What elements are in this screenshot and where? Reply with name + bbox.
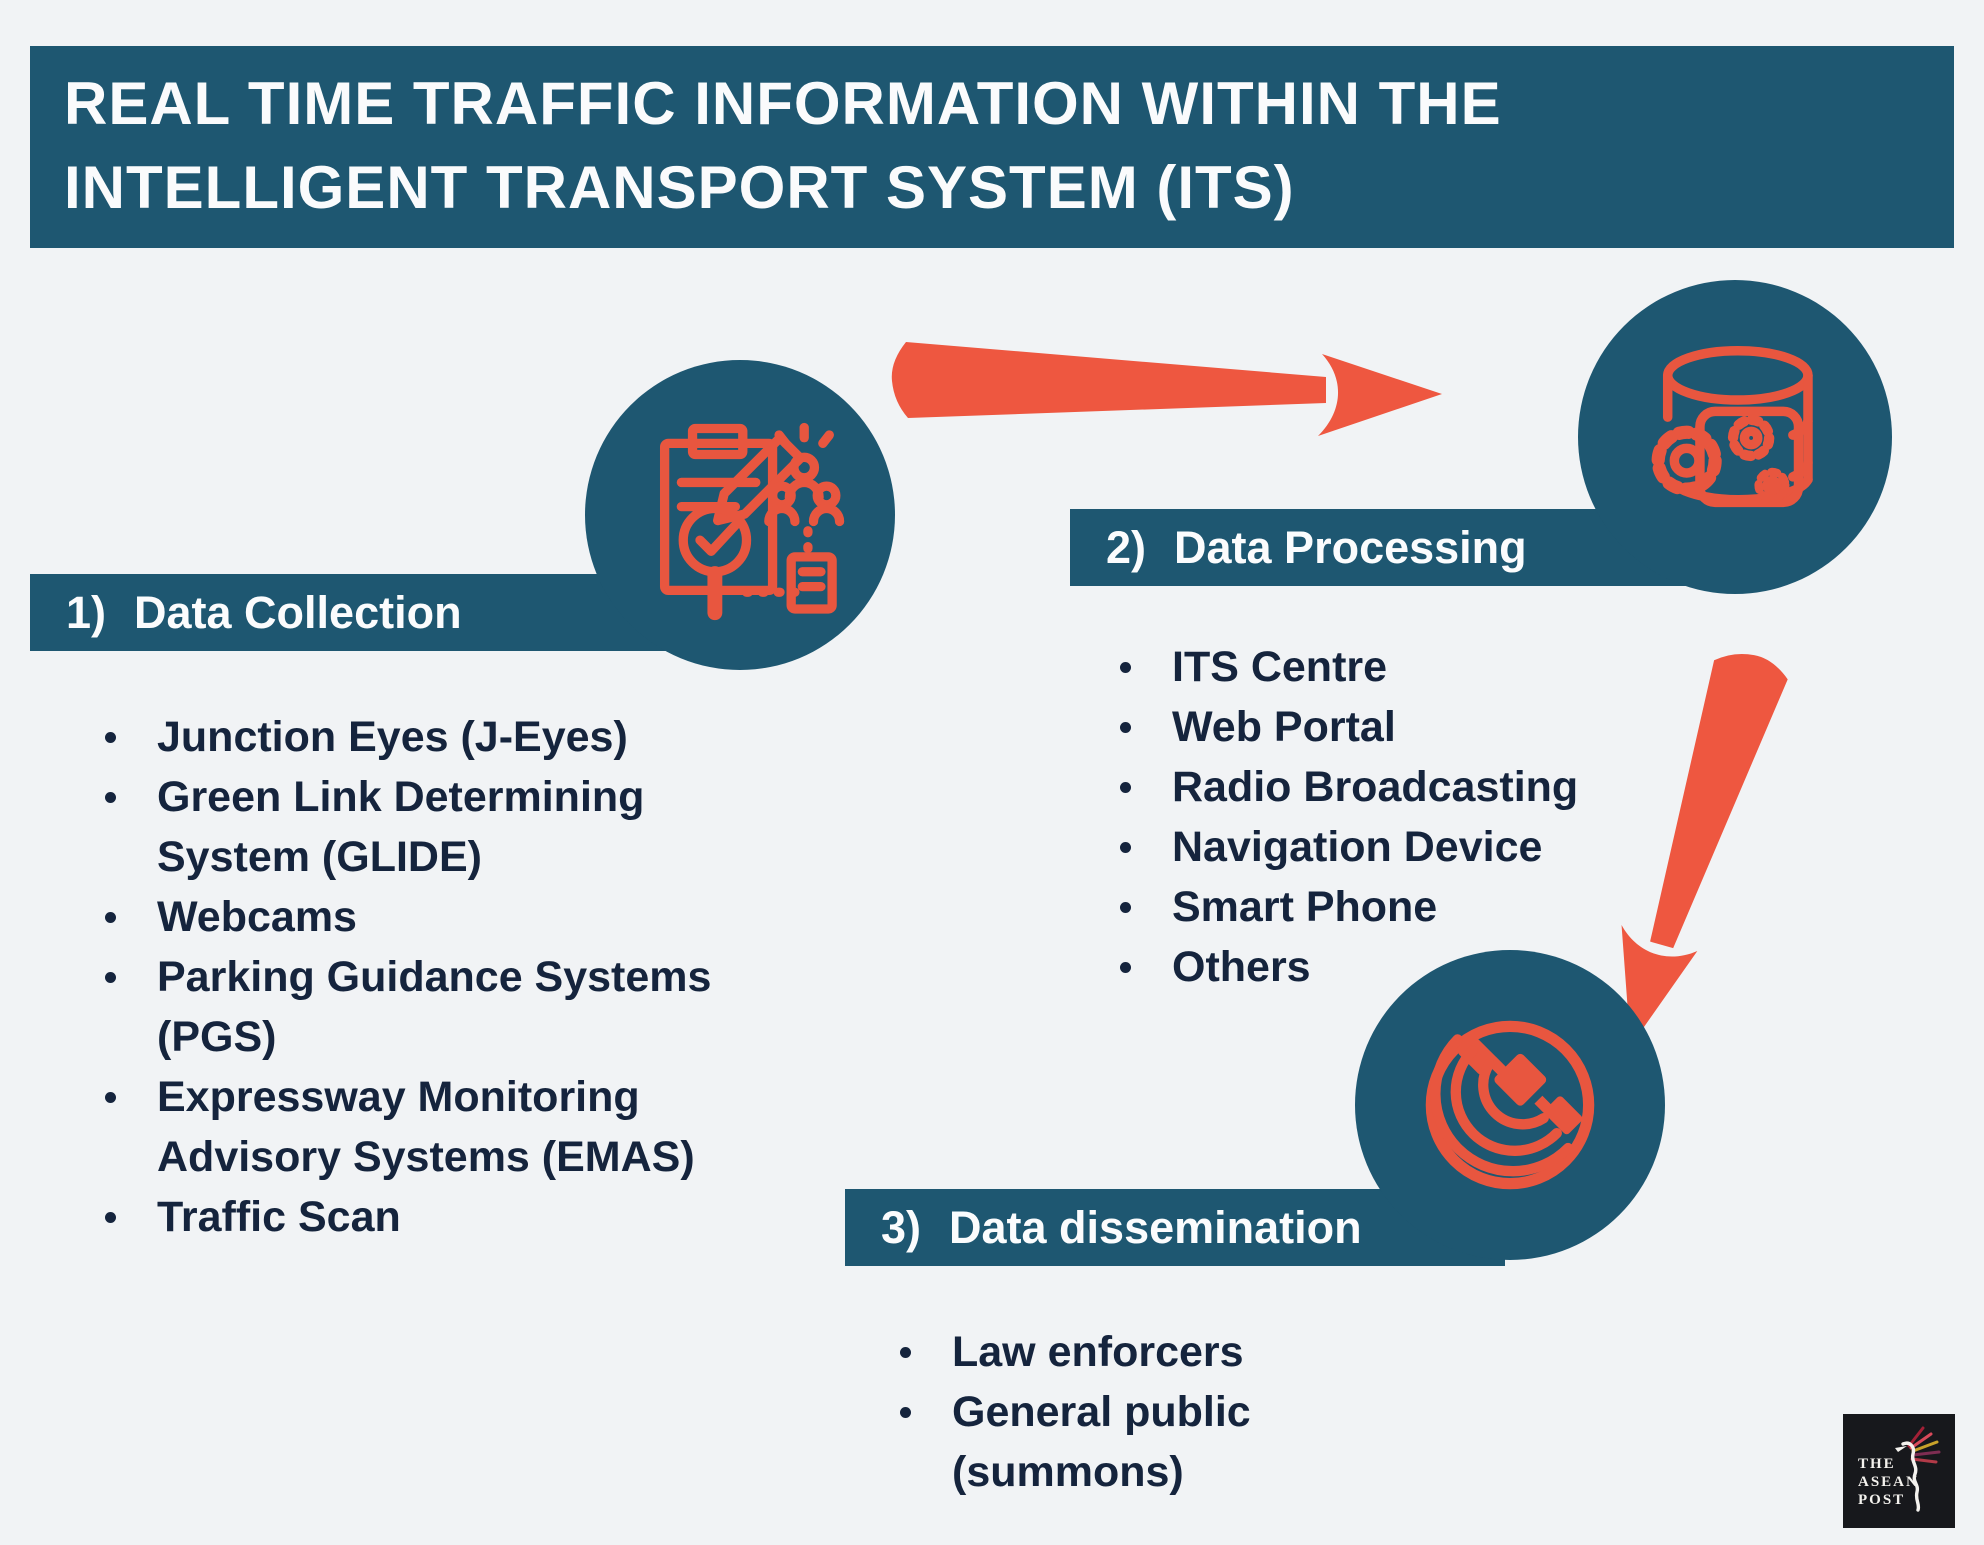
bullet-dot-icon (95, 707, 157, 767)
section3-number: 3) (881, 1201, 922, 1253)
list-item-text: Expressway Monitoring Advisory Systems (… (157, 1073, 695, 1181)
section3-item-list: Law enforcers General public (summons) (890, 1322, 1352, 1502)
section2-number: 2) (1106, 521, 1147, 573)
list-item: Others (1110, 937, 1710, 997)
list-item: Junction Eyes (J-Eyes) (95, 707, 760, 767)
list-item-text: General public (summons) (952, 1388, 1251, 1496)
logo-text-the: THE (1858, 1456, 1896, 1472)
list-item-text: Green Link Determining System (GLIDE) (157, 773, 645, 881)
section3-icon-circle (1355, 950, 1665, 1260)
satellite-signal-icon (1425, 1020, 1595, 1190)
bullet-dot-icon (95, 947, 157, 1007)
page-title-line2: INTELLIGENT TRANSPORT SYSTEM (ITS) (64, 154, 1295, 221)
bullet-dot-icon (95, 887, 157, 947)
bullet-dot-icon (1110, 637, 1172, 697)
list-item-text: Traffic Scan (157, 1193, 401, 1241)
list-item: Law enforcers (890, 1322, 1352, 1382)
bullet-dot-icon (1110, 757, 1172, 817)
list-item-text: Junction Eyes (J-Eyes) (157, 713, 628, 761)
arrow-down-left-icon (1621, 653, 1788, 1047)
logo-text-asean: ASEAN (1858, 1474, 1919, 1490)
list-item-text: Law enforcers (952, 1328, 1244, 1376)
list-item: Web Portal (1110, 697, 1710, 757)
bullet-dot-icon (890, 1382, 952, 1442)
list-item: Traffic Scan (95, 1187, 760, 1247)
bullet-dot-icon (1110, 877, 1172, 937)
bullet-dot-icon (95, 1187, 157, 1247)
title-banner: REAL TIME TRAFFIC INFORMATION WITHIN THE… (30, 46, 1954, 248)
list-item-text: Parking Guidance Systems (PGS) (157, 953, 712, 1061)
section2-item-list: ITS Centre Web Portal Radio Broadcasting… (1110, 637, 1710, 997)
list-item-text: Webcams (157, 893, 357, 941)
clipboard-checklist-search-icon (659, 422, 845, 621)
section2-heading: Data Processing (1174, 521, 1527, 573)
bullet-dot-icon (95, 1067, 157, 1127)
list-item: Expressway Monitoring Advisory Systems (… (95, 1067, 760, 1187)
list-item: ITS Centre (1110, 637, 1710, 697)
list-item: Smart Phone (1110, 877, 1710, 937)
list-item-text: Radio Broadcasting (1172, 763, 1579, 811)
section1-heading: Data Collection (134, 586, 462, 638)
arrow-right-icon (891, 342, 1442, 436)
list-item-text: Others (1172, 943, 1311, 991)
section2-icon-circle (1578, 280, 1892, 594)
list-item: Radio Broadcasting (1110, 757, 1710, 817)
section1-icon-circle (585, 360, 895, 670)
list-item: Navigation Device (1110, 817, 1710, 877)
list-item: General public (summons) (890, 1382, 1352, 1502)
section3-band: 3) Data dissemination (845, 1189, 1505, 1266)
section1-number: 1) (66, 586, 107, 638)
bullet-dot-icon (1110, 817, 1172, 877)
list-item-text: Smart Phone (1172, 883, 1438, 931)
list-item-text: ITS Centre (1172, 643, 1388, 691)
list-item-text: Web Portal (1172, 703, 1396, 751)
bullet-dot-icon (1110, 937, 1172, 997)
list-item-text: Navigation Device (1172, 823, 1543, 871)
phoenix-bird-icon (1895, 1426, 1941, 1512)
bullet-dot-icon (1110, 697, 1172, 757)
bullet-dot-icon (95, 767, 157, 827)
section1-item-list: Junction Eyes (J-Eyes) Green Link Determ… (95, 707, 760, 1247)
page-title-line1: REAL TIME TRAFFIC INFORMATION WITHIN THE (64, 70, 1502, 137)
bullet-dot-icon (890, 1322, 952, 1382)
list-item: Green Link Determining System (GLIDE) (95, 767, 760, 887)
list-item: Webcams (95, 887, 760, 947)
list-item: Parking Guidance Systems (PGS) (95, 947, 760, 1067)
asean-post-logo: THE ASEAN POST (1843, 1414, 1955, 1528)
section3-heading: Data dissemination (949, 1201, 1362, 1253)
logo-text-post: POST (1858, 1492, 1905, 1508)
database-gears-icon (1651, 346, 1813, 508)
